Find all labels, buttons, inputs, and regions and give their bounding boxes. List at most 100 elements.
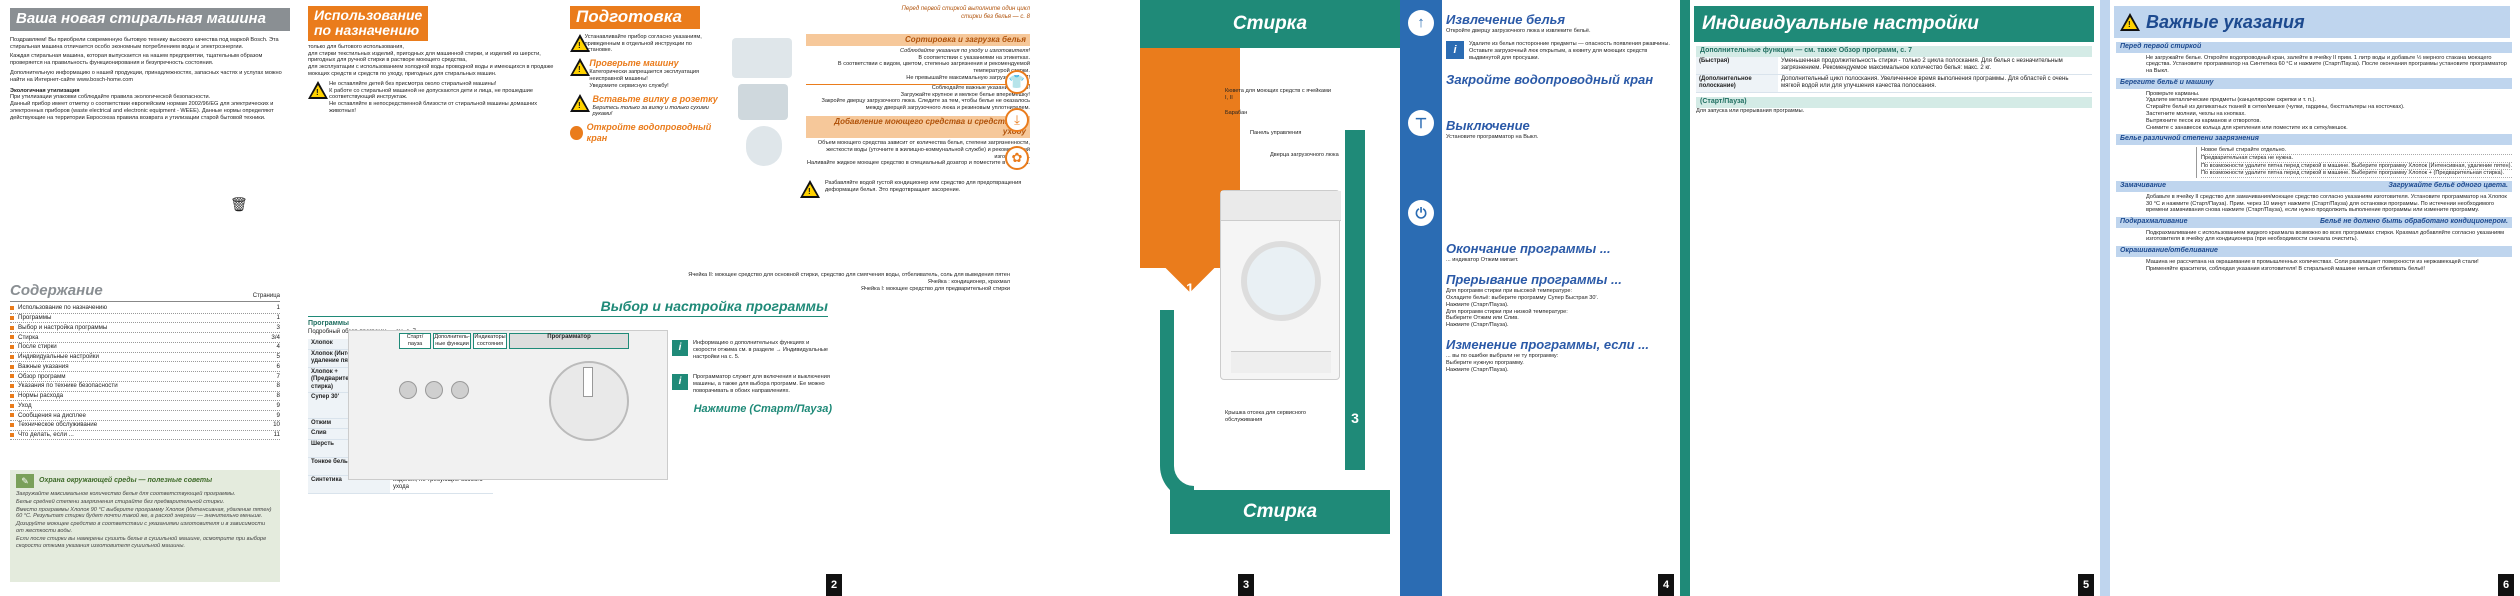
abort-item: Для программ стирки при низкой температу… (1446, 308, 1568, 315)
bullet-icon (10, 335, 14, 340)
toc-item[interactable]: Что делать, если ... 11 (10, 431, 280, 441)
prep-heading: Откройте водопроводный кран (586, 122, 712, 144)
step-3: 3 (1351, 410, 1359, 426)
change-item: Выберите нужную программу. (1446, 360, 1524, 367)
remove-tip: Удалите из белья посторонние предметы — … (1469, 41, 1670, 48)
toc-item-label: Нормы расхода (18, 392, 64, 399)
leaf-icon: ✎ (16, 474, 34, 488)
page-number: 5 (2078, 574, 2094, 596)
env-tip: Если после стирки вы намерены сушить бел… (16, 535, 267, 549)
toc-item-label: Что делать, если ... (18, 431, 74, 438)
start-button[interactable] (399, 381, 417, 399)
care-item: Удалите металлические предметы (канцеляр… (2146, 97, 2316, 104)
change-list: ... вы по ошибке выбрали не ту программу… (1446, 353, 1674, 373)
eco-text: При утилизации упаковки соблюдайте прави… (10, 94, 290, 121)
panel-label-extra: Дополнитель- ные функции (433, 333, 471, 349)
prep-title: Подготовка (570, 6, 700, 29)
care-item: Стирайте бельё из деликатных тканей в се… (2146, 104, 2405, 111)
prep-text: Категорически запрещается эксплуатация н… (589, 69, 700, 82)
info-text: Программатор служит для включения и выкл… (693, 374, 830, 395)
extra-button-1[interactable] (425, 381, 443, 399)
abort-list: Для программ стирки при высокой температ… (1446, 288, 1674, 329)
abort-item: Выберите Отжим или Слив. (1446, 315, 1519, 322)
toc-item-label: Уход (18, 401, 32, 409)
page-number: 3 (1238, 574, 1254, 596)
starch-title: Подкрахмаливание (2120, 218, 2188, 226)
callout-door: Дверца загрузочного люка (1270, 152, 1339, 158)
extra-button-2[interactable] (451, 381, 469, 399)
eco-title: Экологичная утилизация (10, 87, 80, 94)
bullet-icon (10, 306, 14, 311)
intro-text: Поздравляем! Вы приобрели современную бы… (10, 37, 290, 84)
info-icon: i (672, 374, 688, 391)
toc-item[interactable]: Нормы расхода 8 (10, 392, 280, 402)
tap-title: Закройте водопроводный кран (1446, 71, 1654, 87)
toc-item[interactable]: Выбор и настройка программы 3 (10, 323, 280, 333)
toc-item-label: Указания по технике безопасности (18, 382, 118, 390)
change-title: Изменение программы, если ... (1446, 337, 1649, 352)
panel-page-2: Использование по назначению только для б… (300, 0, 1140, 596)
bullet-icon (10, 384, 14, 389)
shirt-icon: 👕 (1005, 70, 1029, 94)
detergent-title: Добавление моющего средства и средства п… (806, 116, 1030, 138)
change-item: Нажмите (Старт/Пауза). (1446, 366, 1509, 373)
bullet-icon (10, 432, 14, 437)
soak-note: Загружайте бельё одного цвета. (2388, 182, 2508, 190)
toc-item-label: Индивидуальные настройки (18, 353, 99, 360)
sort-item: Не превышайте максимальную загрузку — с.… (906, 74, 1030, 81)
sort-item: Соблюдайте указания по уходу и изготовит… (900, 47, 1030, 54)
info-icon: i (672, 340, 688, 356)
program-dial[interactable] (549, 361, 629, 441)
table-row: (Дополнительное полоскание)Дополнительны… (1696, 74, 2092, 93)
dye-title: Окрашивание/отбеливание (2116, 246, 2512, 257)
first-wash-text: Не загружайте белье. Откройте водопровод… (2146, 54, 2507, 75)
toc-item-page: 7 (276, 372, 280, 380)
detergent-item: Наливайте жидкое моющее средство в специ… (806, 160, 1030, 167)
env-tip: Загружайте максимальное количество белья… (16, 491, 236, 497)
toc-item-page: 3 (276, 323, 280, 331)
toc-item-page: 11 (273, 431, 280, 438)
toc-page-label: Страница (252, 293, 280, 300)
panel-page-3: Стирка 1 2 3 Стирка Кювета для моющих ср… (1140, 0, 1400, 596)
tap-icon: ⊤ (1408, 110, 1434, 136)
warning-icon: ! (570, 58, 591, 77)
intro-para: Поздравляем! Вы приобрели современную бы… (10, 36, 279, 50)
env-tip: Дозируйте моющее средство в соответствии… (16, 521, 266, 535)
info-text: Информацию о дополнительных функциях и с… (693, 340, 829, 360)
env-title: Охрана окружающей среды — полезные совет… (39, 476, 213, 484)
table-row: (Быстрая)Уменьшенная продолжительность с… (1696, 56, 2092, 75)
toc-item-page: 8 (276, 392, 280, 399)
warning-icon: ! (2120, 13, 2140, 31)
env-tip: Вместо программы Хлопок 90 °C выберите п… (16, 506, 272, 520)
select-title: Выбор и настройка программы (308, 298, 828, 317)
important-title: Важные указания (2146, 11, 2305, 32)
teal-flow-left (1160, 310, 1194, 500)
info-icon: i (1446, 41, 1464, 60)
washing-machine-illustration (1220, 190, 1341, 380)
toc-item-label: Выбор и настройка программы (18, 323, 108, 331)
off-text: Установите программатор на Выкл. (1446, 134, 1539, 140)
bullet-icon (10, 403, 14, 408)
toc-item-label: Сообщения на дисплее (18, 411, 86, 419)
starch-bar: Подкрахмаливание Бельё не должно быть об… (2116, 217, 2512, 228)
press-start-text: Нажмите (Старт/Пауза) (693, 402, 832, 415)
bullet-icon (10, 354, 14, 359)
sort-item: Соблюдайте важные указания — с. 6! (806, 83, 1030, 92)
sort-title: Сортировка и загрузка белья (806, 33, 1030, 46)
option-name: (Дополнительное полоскание) (1696, 74, 1778, 93)
prep-text: Устанавливайте прибор согласно указаниям… (584, 33, 702, 54)
soil-levels: Новое бельё стирайте отдельно.Предварите… (2196, 146, 2512, 179)
warning-icon: ! (570, 93, 591, 112)
abort-item: Охладите бельё: выберите программу Супер… (1446, 294, 1599, 301)
